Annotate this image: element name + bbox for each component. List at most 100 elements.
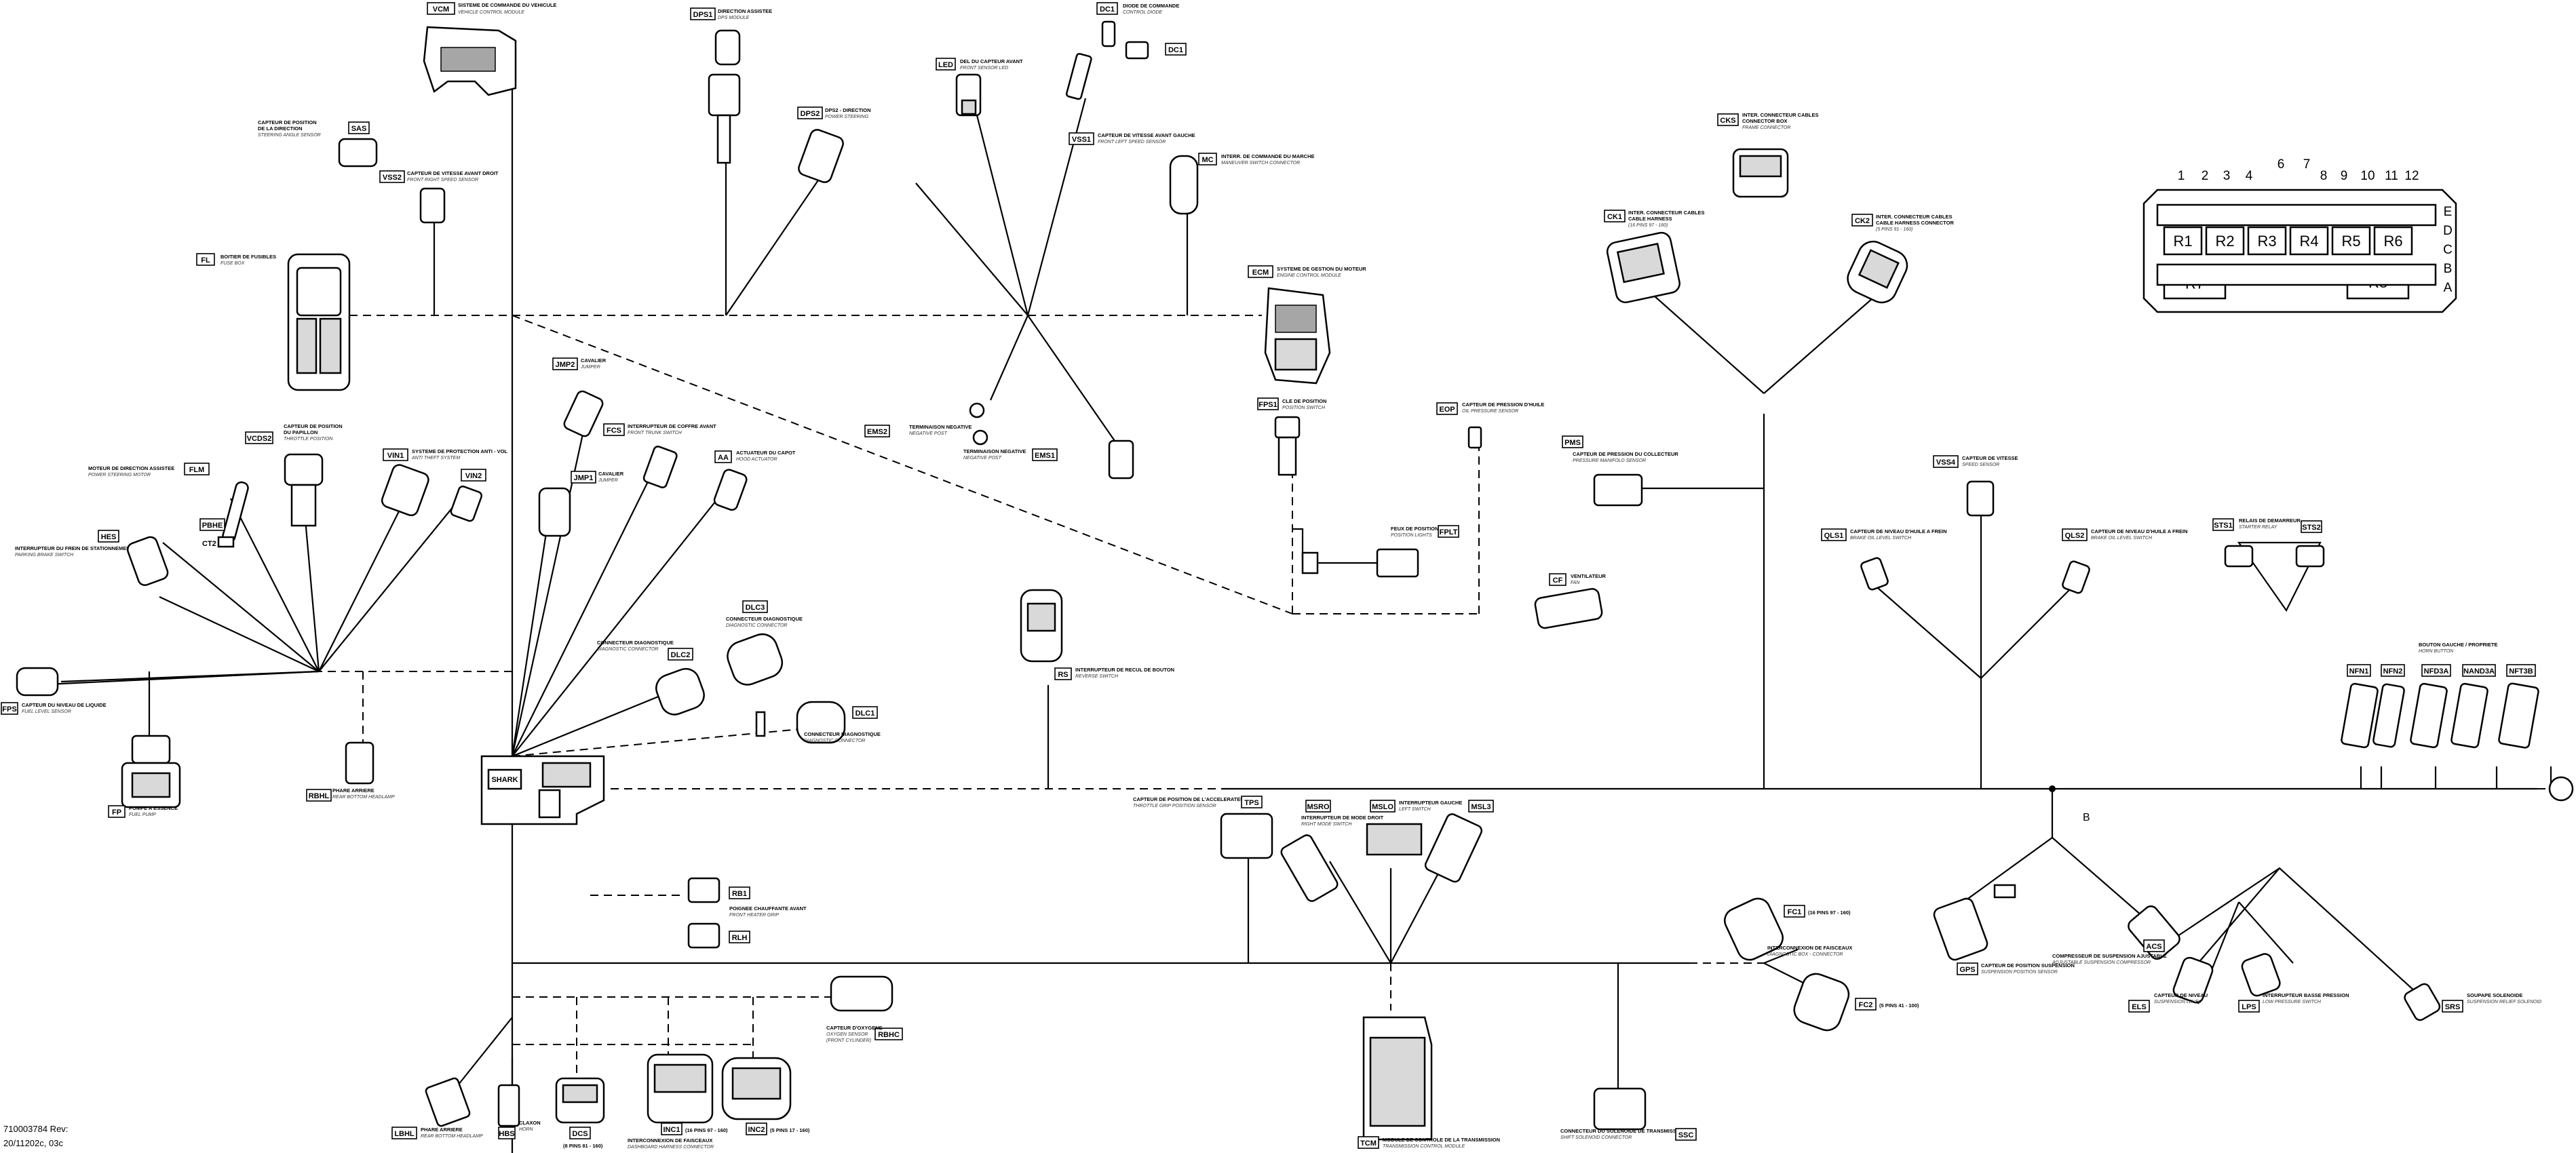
aa-tag: AA [718, 454, 729, 462]
jmp2-connector: JMP2 CAVALIER JUMPER [552, 357, 607, 437]
fuse-column-label: 4 [2246, 169, 2253, 183]
svg-text:FAN: FAN [1571, 581, 1580, 585]
svg-text:FRAME CONNECTOR: FRAME CONNECTOR [1742, 125, 1790, 130]
hes-switch: INTERRUPTEUR DU FREIN DE STATIONNEMENT P… [15, 518, 235, 586]
svg-text:CAPTEUR DE VITESSE AVANT DROIT: CAPTEUR DE VITESSE AVANT DROIT [407, 170, 499, 176]
svg-text:CONNECTOR BOX: CONNECTOR BOX [1742, 118, 1788, 124]
vss2-connector: VSS2 CAPTEUR DE VITESSE AVANT DROIT FRON… [379, 170, 499, 224]
svg-text:INTERRUPTEUR GAUCHE: INTERRUPTEUR GAUCHE [1399, 800, 1462, 806]
tps-sensor: CAPTEUR DE POSITION DE L'ACCELERATEUR TH… [1133, 796, 1273, 859]
fuse-column-label: 3 [2223, 169, 2231, 183]
vcds2-tag: VCDS2 [247, 435, 272, 443]
svg-text:THROTTLE GRIP POSITION SENSOR: THROTTLE GRIP POSITION SENSOR [1133, 804, 1216, 808]
fps-fuel-level-sensor: FPS CAPTEUR DU NIVEAU DE LIQUIDE FUEL LE… [1, 667, 107, 715]
svg-text:INTER. CONNECTEUR CABLES: INTER. CONNECTEUR CABLES [1876, 214, 1953, 220]
els-sensor: ELS CAPTEUR DE NIVEAU SUSPENSION LEVEL [2128, 956, 2214, 1013]
svg-text:CAPTEUR DU NIVEAU DE LIQUIDE: CAPTEUR DU NIVEAU DE LIQUIDE [22, 702, 107, 708]
fuse-column-label: 2 [2202, 169, 2209, 183]
hbs-tag: HBS [499, 1130, 514, 1138]
svg-text:HOOD ACTUATOR: HOOD ACTUATOR [736, 457, 777, 462]
mslo-switch: MSLO INTERRUPTEUR GAUCHE LEFT SWITCH MSL… [1366, 800, 1494, 883]
svg-text:CAVALIER: CAVALIER [598, 471, 624, 477]
svg-text:FRONT HEATER GRIP: FRONT HEATER GRIP [729, 913, 779, 918]
acs-compressor: ACS COMPRESSEUR DE SUSPENSION AJUSTABLE … [2052, 905, 2180, 965]
svg-text:HORN BUTTON: HORN BUTTON [2419, 649, 2454, 654]
qls1-switch: QLS1 CAPTEUR DE NIVEAU D'HUILE A FREIN B… [1821, 528, 1947, 591]
fuse-column-label: 10 [2360, 169, 2375, 183]
svg-text:FUSE BOX: FUSE BOX [220, 261, 245, 266]
relay-cell [2205, 226, 2245, 256]
cf-tag: CF [1553, 576, 1563, 585]
svg-text:CABLE HARNESS CONNECTOR: CABLE HARNESS CONNECTOR [1876, 220, 1954, 226]
qls2-tag: QLS2 [2065, 532, 2085, 540]
doc-number: 710003784 Rev: [3, 1124, 68, 1134]
rs-reverse-switch: RS INTERRUPTEUR DE RECUL DE BOUTON REVER… [1020, 589, 1174, 680]
cks-tag: CKS [1720, 117, 1735, 125]
svg-text:SPEED SENSOR: SPEED SENSOR [1962, 463, 1999, 467]
hes-tag: HES [101, 533, 117, 541]
relay-label: R5 [2341, 233, 2360, 250]
svg-text:SOUPAPE SOLENOIDE: SOUPAPE SOLENOIDE [2467, 992, 2522, 998]
inc1-tag: INC1 [663, 1126, 680, 1134]
els-tag: ELS [2132, 1003, 2146, 1011]
svg-text:(5 PINS 41 - 100): (5 PINS 41 - 100) [1879, 1002, 1919, 1009]
svg-text:TERMINAISON NEGATIVE: TERMINAISON NEGATIVE [963, 448, 1026, 454]
relay-cells: R1R2R3R4R5R6R7R8 [2163, 226, 2413, 300]
mslo-tag: MSLO [1372, 803, 1393, 811]
srs-solenoid: SRS SOUPAPE SOLENOIDE SUSPENSION RELIEF … [2404, 983, 2541, 1021]
svg-text:TERMINAISON NEGATIVE: TERMINAISON NEGATIVE [909, 424, 972, 430]
relay-cell [2373, 226, 2413, 256]
fuse-column-label: 6 [2277, 157, 2285, 172]
shark-module: SHARK [480, 755, 605, 825]
vss4-connector: VSS4 CAPTEUR DE VITESSE SPEED SENSOR [1933, 455, 2018, 517]
dc1-connector: DC1 DIODE DE COMMANDE CONTROL DIODE DC1 [1065, 2, 1187, 100]
svg-text:(16 PINS 97 - 160): (16 PINS 97 - 160) [1808, 910, 1851, 916]
fplt-connector: FPLT FEUX DE POSITION POSITION LIGHTS [1301, 525, 1459, 578]
mc-connector: MC INTERR. DE COMMANDE DU MARCHE MANEUVE… [1169, 153, 1315, 215]
svg-text:SYSTEME DE PROTECTION ANTI - V: SYSTEME DE PROTECTION ANTI - VOL [412, 448, 507, 454]
tcm-tag: TCM [1360, 1139, 1377, 1148]
lbhl-tag: LBHL [394, 1130, 415, 1138]
rbhc-oxygen-sensor: RBHC CAPTEUR D'OXYGENE OXYGEN SENSOR (FR… [826, 975, 903, 1043]
svg-text:CAPTEUR DE PRESSION DU COLLECT: CAPTEUR DE PRESSION DU COLLECTEUR [1573, 451, 1678, 457]
svg-text:BOUTON GAUCHE / PROPRIETE: BOUTON GAUCHE / PROPRIETE [2419, 642, 2498, 648]
svg-text:BRAKE OIL LEVEL SWITCH: BRAKE OIL LEVEL SWITCH [2091, 536, 2153, 541]
cks-connector: CKS INTER. CONNECTEUR CABLES CONNECTOR B… [1717, 112, 1819, 198]
dps2-connector: DPS2 DPS2 - DIRECTION POWER STEERING [797, 106, 871, 183]
dlc1-connector: DLC1 CONNECTEUR DIAGNOSTIQUE DIAGNOSTIC … [755, 701, 881, 744]
ssc-connector: CONNECTEUR DU SOLENOIDE DE TRANSMISSION … [1560, 1087, 1697, 1141]
relay-cell [2163, 226, 2203, 256]
fl-fuse-box: FL BOITIER DE FUSIBLES FUSE BOX [196, 253, 351, 391]
doc-revision: 20/11202c, 03c [3, 1138, 63, 1148]
svg-text:TRANSMISSION CONTROL MODULE: TRANSMISSION CONTROL MODULE [1383, 1144, 1465, 1149]
svg-text:OXYGEN SENSOR: OXYGEN SENSOR [826, 1032, 868, 1037]
ssc-tag: SSC [1678, 1131, 1694, 1139]
nfd3a-tag: NFD3A [2424, 667, 2449, 676]
svg-text:POWER STEERING: POWER STEERING [825, 115, 869, 119]
fc2-connector: FC2 (5 PINS 41 - 100) [1793, 973, 1919, 1032]
dlc1-tag: DLC1 [856, 709, 875, 718]
svg-text:(5 PINS 17 - 160): (5 PINS 17 - 160) [770, 1127, 810, 1133]
qls2-switch: QLS2 CAPTEUR DE NIVEAU D'HUILE A FREIN B… [2062, 528, 2188, 594]
qls1-tag: QLS1 [1824, 532, 1844, 540]
rbhl-headlamp: PHARE ARRIERE REAR BOTTOM HEADLAMP RBHL [306, 741, 395, 802]
relay-label: R4 [2299, 233, 2318, 250]
svg-text:CAVALIER: CAVALIER [581, 357, 607, 364]
svg-text:CAPTEUR DE POSITION: CAPTEUR DE POSITION [284, 423, 343, 429]
nfn1-tag: NFN1 [2349, 667, 2369, 676]
svg-text:CAPTEUR DE VITESSE: CAPTEUR DE VITESSE [1962, 455, 2018, 461]
rbhl-tag: RBHL [309, 792, 330, 800]
fps-tag: FPS [2, 705, 16, 714]
svg-text:CLE DE POSITION: CLE DE POSITION [1282, 398, 1326, 404]
svg-text:JUMPER: JUMPER [580, 365, 600, 370]
vcm-connector: VCM SISTEME DE COMMANDE DU VEHICULE VEHI… [423, 2, 556, 96]
inc2-connector: INC2 (5 PINS 17 - 160) [721, 1057, 810, 1135]
fp-tag: FP [112, 808, 121, 817]
horn-button-connectors: BOUTON GAUCHE / PROPRIETE HORN BUTTON NF… [2341, 642, 2539, 749]
harness-wires [33, 47, 2576, 1153]
fcs-tag: FCS [607, 427, 621, 435]
dlc2-tag: DLC2 [671, 651, 691, 659]
svg-text:INTERR. DE COMMANDE DU MARCHE: INTERR. DE COMMANDE DU MARCHE [1221, 153, 1315, 159]
relay-label: R2 [2215, 233, 2234, 250]
